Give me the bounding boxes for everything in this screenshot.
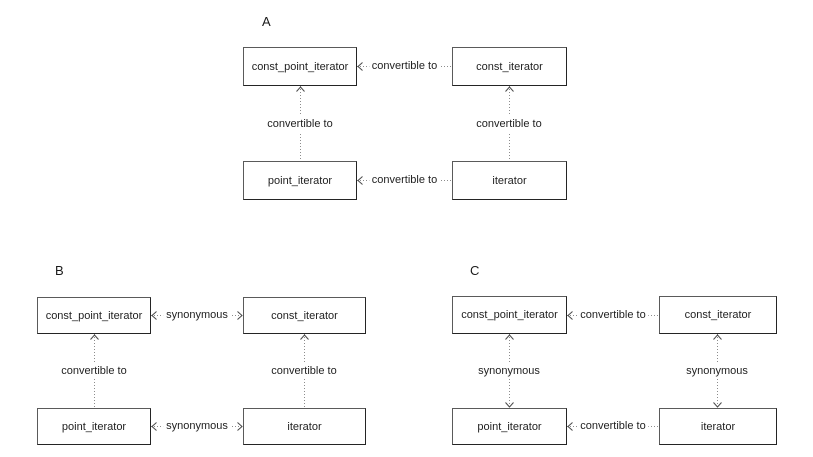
c-edge-top-convertible: convertible to	[567, 309, 659, 321]
node-label: const_point_iterator	[45, 309, 143, 322]
node-label: const_point_iterator	[251, 60, 349, 73]
a-edge-left-convertible: convertible to	[264, 86, 336, 161]
edge-label: synonymous	[163, 420, 231, 432]
c-edge-bottom-convertible: convertible to	[567, 420, 659, 432]
arrowhead-left-icon	[357, 176, 363, 185]
b-edge-bottom-synonymous: synonymous	[151, 420, 243, 432]
a-edge-top-convertible: convertible to	[357, 60, 452, 72]
c-edge-left-synonymous: synonymous	[475, 334, 543, 408]
node-label: const_iterator	[271, 309, 338, 322]
c-node-const-point-iterator: const_point_iterator	[452, 296, 567, 334]
edge-label: convertible to	[368, 60, 441, 72]
arrowhead-left-icon	[151, 311, 157, 320]
edge-label: convertible to	[473, 115, 545, 132]
c-edge-right-synonymous: synonymous	[683, 334, 751, 408]
node-label: point_iterator	[477, 420, 542, 433]
node-label: iterator	[492, 174, 527, 187]
arrowhead-left-icon	[567, 422, 573, 431]
edge-label: convertible to	[577, 420, 649, 432]
b-edge-top-synonymous: synonymous	[151, 309, 243, 321]
diagram-a-label: A	[262, 14, 271, 29]
node-label: const_iterator	[684, 309, 752, 321]
arrowhead-down-icon	[713, 402, 722, 408]
arrowhead-right-icon	[237, 422, 243, 431]
arrowhead-up-icon	[713, 334, 722, 340]
c-node-const-iterator: const_iterator	[659, 296, 777, 334]
arrowhead-up-icon	[505, 334, 514, 340]
edge-label: synonymous	[475, 363, 543, 379]
edge-label: convertible to	[264, 115, 336, 132]
a-node-const-point-iterator: const_point_iterator	[243, 47, 357, 86]
node-label: const_iterator	[476, 60, 543, 73]
edge-label: convertible to	[577, 309, 649, 321]
b-edge-right-convertible: convertible to	[268, 334, 340, 408]
edge-label: convertible to	[58, 363, 130, 379]
a-node-const-iterator: const_iterator	[452, 47, 567, 86]
b-node-point-iterator: point_iterator	[37, 408, 151, 445]
edge-label: synonymous	[163, 309, 231, 321]
diagram-b-label: B	[55, 263, 64, 278]
a-node-point-iterator: point_iterator	[243, 161, 357, 200]
arrowhead-left-icon	[357, 62, 363, 71]
a-edge-bottom-convertible: convertible to	[357, 174, 452, 186]
edge-label: synonymous	[683, 363, 751, 379]
a-edge-right-convertible: convertible to	[473, 86, 545, 161]
b-edge-left-convertible: convertible to	[58, 334, 130, 408]
arrowhead-up-icon	[300, 334, 309, 340]
c-node-iterator: iterator	[659, 408, 777, 445]
arrowhead-up-icon	[90, 334, 99, 340]
arrowhead-up-icon	[296, 86, 305, 92]
b-node-const-point-iterator: const_point_iterator	[37, 297, 151, 334]
node-label: const_point_iterator	[461, 309, 558, 321]
node-label: point_iterator	[61, 420, 127, 433]
arrowhead-up-icon	[505, 86, 514, 92]
node-label: iterator	[700, 420, 736, 433]
arrowhead-left-icon	[567, 311, 573, 320]
b-node-iterator: iterator	[243, 408, 366, 445]
a-node-iterator: iterator	[452, 161, 567, 200]
node-label: point_iterator	[267, 174, 333, 187]
c-node-point-iterator: point_iterator	[452, 408, 567, 445]
diagram-c-label: C	[470, 263, 480, 278]
arrowhead-right-icon	[237, 311, 243, 320]
arrowhead-left-icon	[151, 422, 157, 431]
b-node-const-iterator: const_iterator	[243, 297, 366, 334]
arrowhead-down-icon	[505, 402, 514, 408]
edge-label: convertible to	[268, 363, 340, 379]
node-label: iterator	[287, 420, 322, 433]
edge-label: convertible to	[368, 174, 441, 186]
